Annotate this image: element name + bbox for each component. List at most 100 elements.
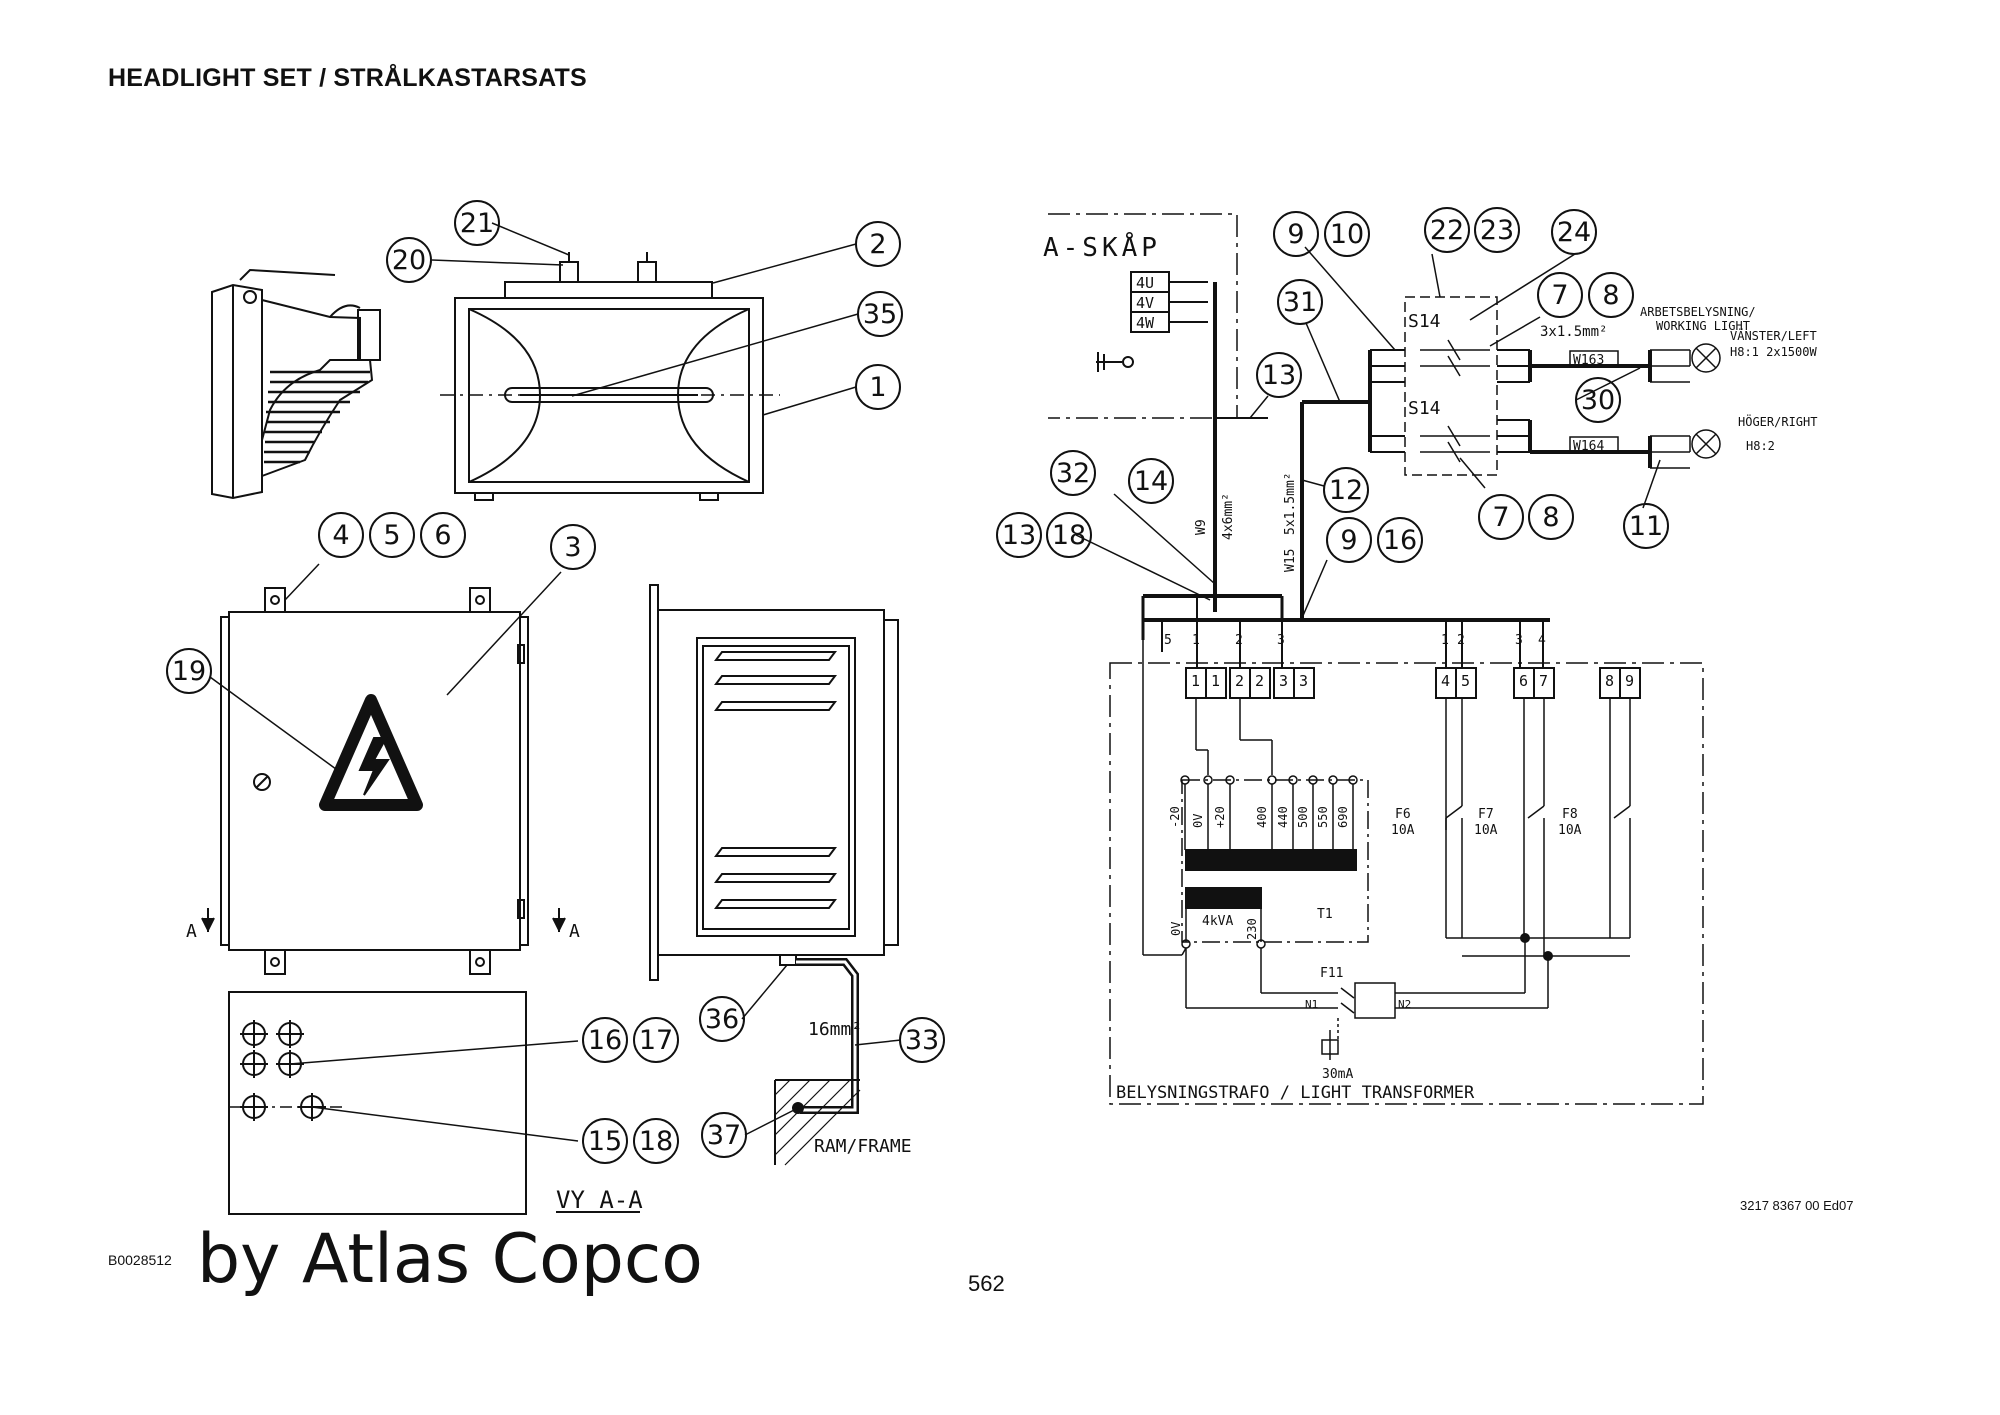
callout-7 xyxy=(1537,272,1583,318)
ma30-label: 30mA xyxy=(1322,1067,1353,1082)
callout-9 xyxy=(1273,211,1319,257)
n2-label: N2 xyxy=(1398,998,1411,1011)
callout-7b xyxy=(1478,494,1524,540)
svg-text:1: 1 xyxy=(1441,633,1449,648)
w164-label: W164 xyxy=(1573,439,1604,454)
svg-text:1: 1 xyxy=(869,372,886,403)
svg-text:550: 550 xyxy=(1316,806,1330,828)
document-number: 3217 8367 00 Ed07 xyxy=(1740,1198,1854,1213)
svg-text:5: 5 xyxy=(1164,633,1172,648)
svg-text:17: 17 xyxy=(639,1025,673,1056)
svg-text:30: 30 xyxy=(1581,385,1615,416)
a-skap-label: A-SKÅP xyxy=(1043,231,1161,263)
svg-text:23: 23 xyxy=(1480,215,1514,246)
svg-text:32: 32 xyxy=(1056,458,1090,489)
cable-16mm-label: 16mm² xyxy=(808,1019,862,1040)
callout-35 xyxy=(857,291,903,337)
svg-text:8: 8 xyxy=(1605,672,1614,690)
svg-text:8: 8 xyxy=(1542,502,1559,533)
callout-24 xyxy=(1551,209,1597,255)
svg-text:7: 7 xyxy=(1539,672,1548,690)
callout-13 xyxy=(1256,352,1302,398)
callout-10 xyxy=(1324,211,1370,257)
svg-text:37: 37 xyxy=(707,1120,741,1151)
lamp-cables xyxy=(1528,343,1721,469)
kva-label: 4kVA xyxy=(1202,914,1233,929)
arbetsbelysning-label: ARBETSBELYSNING/ xyxy=(1640,305,1756,319)
callout-6 xyxy=(420,512,466,558)
hoger-right-label: HÖGER/RIGHT xyxy=(1738,413,1817,429)
svg-text:24: 24 xyxy=(1557,217,1591,248)
svg-text:2: 2 xyxy=(1255,672,1264,690)
svg-text:3: 3 xyxy=(1277,633,1285,648)
svg-text:9: 9 xyxy=(1340,525,1357,556)
svg-text:16: 16 xyxy=(588,1025,622,1056)
light-transformer xyxy=(1109,640,1704,1105)
svg-text:33: 33 xyxy=(905,1025,939,1056)
callout-3 xyxy=(550,524,596,570)
svg-text:19: 19 xyxy=(172,656,206,687)
page-number: 562 xyxy=(968,1271,1005,1296)
svg-text:3: 3 xyxy=(564,532,581,563)
working-light-label: WORKING LIGHT xyxy=(1656,319,1750,333)
callout-16 xyxy=(582,1017,628,1063)
h81-label: H8:1 2x1500W xyxy=(1730,345,1817,359)
svg-text:2: 2 xyxy=(1235,633,1243,648)
svg-text:+20: +20 xyxy=(1213,806,1227,828)
callout-37 xyxy=(701,1112,747,1158)
svg-text:10: 10 xyxy=(1330,219,1364,250)
svg-text:3: 3 xyxy=(1299,672,1308,690)
callout-33 xyxy=(899,1017,945,1063)
svg-text:400: 400 xyxy=(1255,806,1269,828)
cable-3x1-5: 3x1.5mm² xyxy=(1540,324,1607,340)
callout-13b xyxy=(996,512,1042,558)
v230-label: 230 xyxy=(1245,918,1259,940)
callout-11 xyxy=(1623,503,1669,549)
svg-text:-20: -20 xyxy=(1168,806,1182,828)
svg-text:2: 2 xyxy=(1235,672,1244,690)
f7-rating: 10A xyxy=(1474,823,1498,838)
t1-label: T1 xyxy=(1317,907,1333,922)
callout-8b xyxy=(1528,494,1574,540)
section-a-left: A xyxy=(186,921,197,942)
terminal-block-labels: 1 1 2 2 3 3 4 5 6 7 8 9 xyxy=(1191,672,1634,690)
svg-text:2: 2 xyxy=(1457,633,1465,648)
svg-text:3: 3 xyxy=(1515,633,1523,648)
s14-switches xyxy=(1370,296,1530,476)
h82-label: H8:2 xyxy=(1746,439,1775,453)
callout-31 xyxy=(1277,279,1323,325)
s14-bottom: S14 xyxy=(1408,398,1441,419)
callout-1 xyxy=(855,364,901,410)
n1-label: N1 xyxy=(1305,998,1318,1011)
svg-text:8: 8 xyxy=(1602,280,1619,311)
callout-4 xyxy=(318,512,364,558)
w163-label: W163 xyxy=(1573,353,1604,368)
leader-lines-right xyxy=(1075,246,1661,619)
svg-text:4: 4 xyxy=(1441,672,1450,690)
callout-16b xyxy=(1377,517,1423,563)
f11-label: F11 xyxy=(1320,966,1343,981)
svg-text:31: 31 xyxy=(1283,287,1317,318)
section-a-right: A xyxy=(569,921,580,942)
svg-text:16: 16 xyxy=(1383,525,1417,556)
terminal-4v: 4V xyxy=(1136,294,1154,312)
labels-left: VY A-A A A 16mm² RAM/FRAME xyxy=(186,921,912,1214)
ram-frame-label: RAM/FRAME xyxy=(814,1136,912,1157)
callout-36 xyxy=(699,996,745,1042)
callout-19 xyxy=(166,648,212,694)
svg-text:4: 4 xyxy=(1538,633,1546,648)
svg-text:22: 22 xyxy=(1430,215,1464,246)
s14-top: S14 xyxy=(1408,311,1441,332)
callout-14 xyxy=(1128,458,1174,504)
svg-text:1: 1 xyxy=(1192,633,1200,648)
svg-text:13: 13 xyxy=(1262,360,1296,391)
cabinet-side-view xyxy=(649,584,899,1166)
cabinet-front-view xyxy=(201,587,566,975)
svg-text:7: 7 xyxy=(1551,280,1568,311)
svg-text:35: 35 xyxy=(863,299,897,330)
w15-label: W15 xyxy=(1283,549,1298,572)
svg-text:2: 2 xyxy=(869,229,886,260)
svg-text:690: 690 xyxy=(1336,806,1350,828)
svg-text:15: 15 xyxy=(588,1126,622,1157)
floodlight-side-view xyxy=(211,268,381,500)
